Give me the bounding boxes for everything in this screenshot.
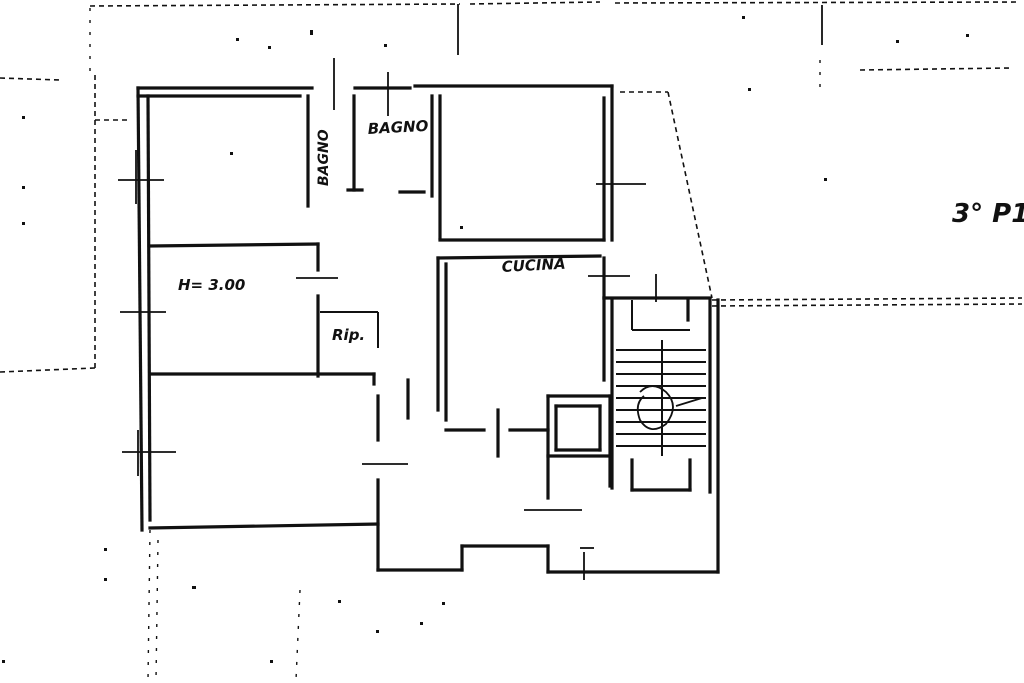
outer-walls: [136, 84, 720, 574]
interior-walls: [148, 94, 712, 500]
window-markers: [118, 58, 657, 580]
room-height-note: H= 3.00: [178, 276, 245, 294]
floor-label: 3° P1: [952, 199, 1024, 229]
scan-speckles: [2, 16, 969, 663]
room-label-bagno-upper: BAGNO: [367, 117, 429, 138]
room-label-ripostiglio: Rip.: [332, 326, 365, 344]
stair-treads: [616, 340, 706, 456]
room-label-bagno-vertical: BAGNO: [316, 129, 332, 186]
room-label-cucina: CUCINA: [501, 255, 566, 276]
neighbour-outlines: [0, 60, 1023, 681]
top-border-marks: [89, 1, 1021, 80]
